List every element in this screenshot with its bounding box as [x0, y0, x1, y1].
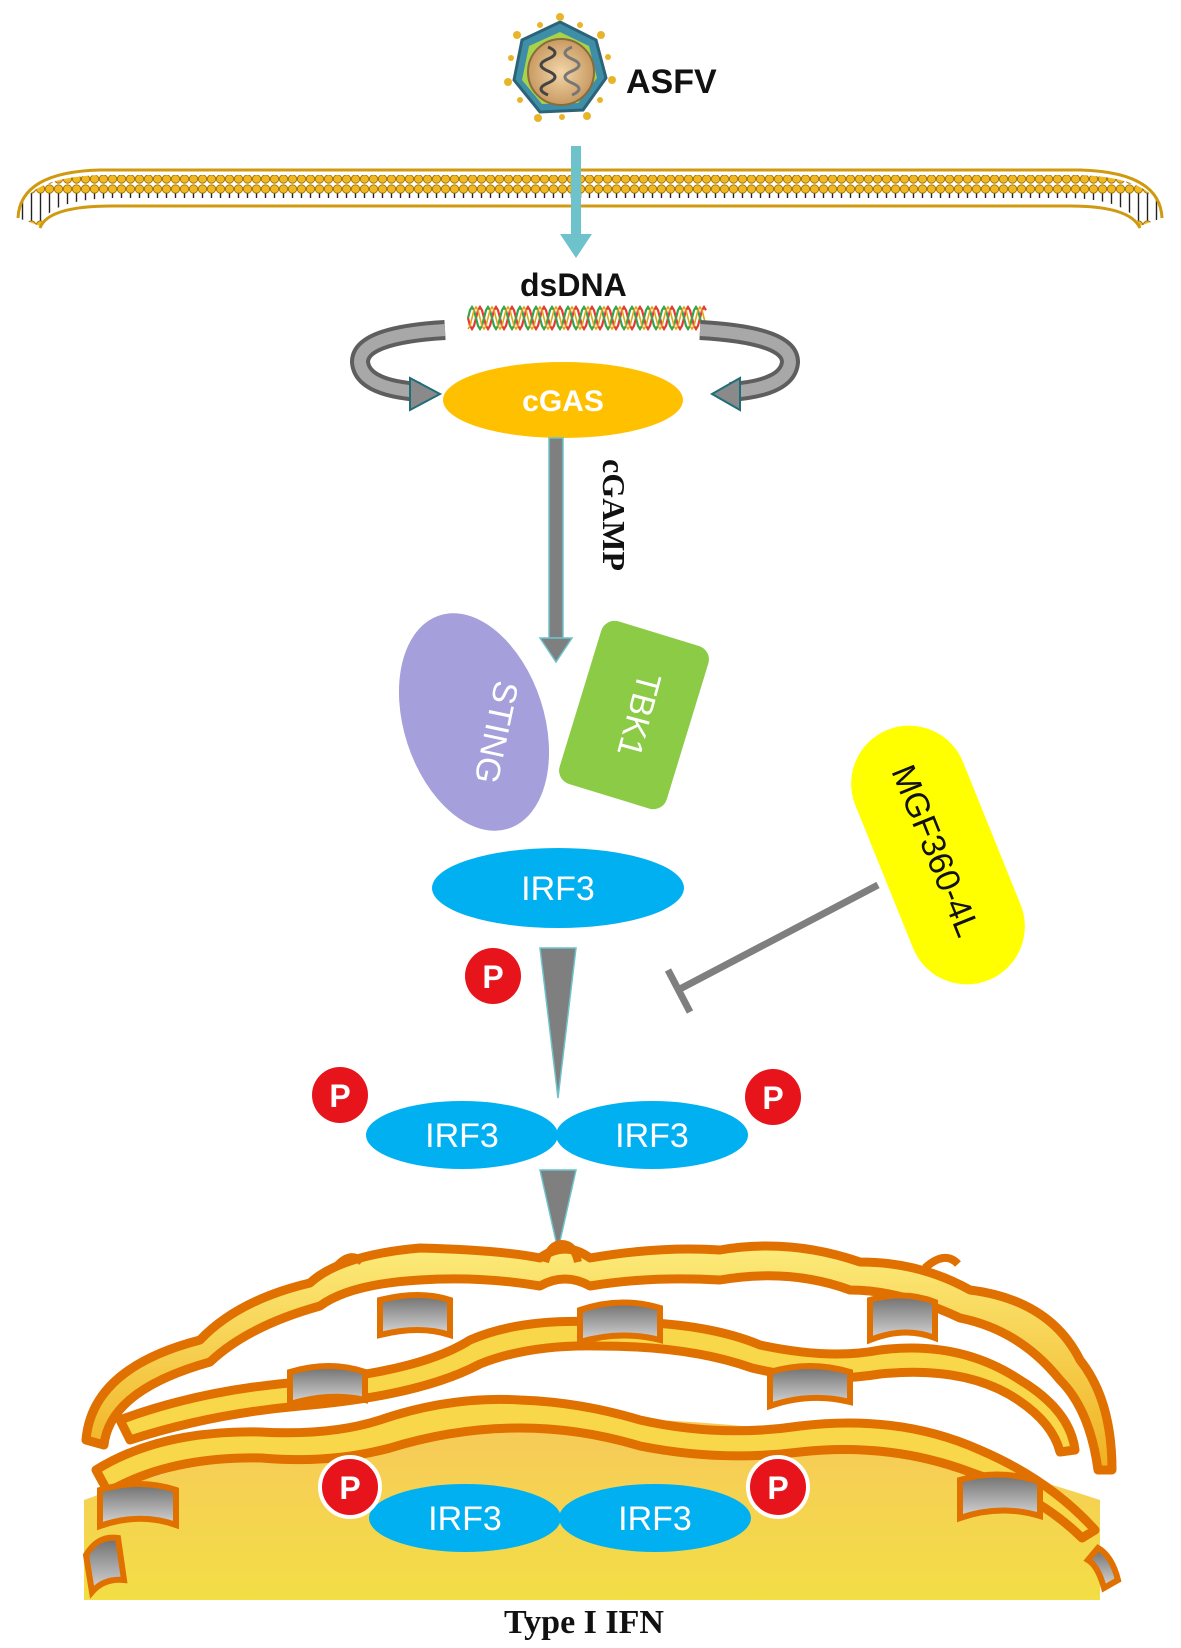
phospho-badge: P [745, 1069, 801, 1125]
dsdna-label: dsDNA [520, 267, 627, 303]
type-i-ifn-label: Type I IFN [504, 1604, 664, 1641]
cgas-node [443, 362, 683, 438]
phospho-badge: P [318, 1455, 382, 1519]
irf3-label: IRF3 [618, 1500, 692, 1538]
irf3-node [432, 848, 684, 928]
irf3-dimer-cytoplasm: IRF3 IRF3 P P [312, 1067, 801, 1169]
svg-text:P: P [329, 1078, 350, 1114]
phospho-badge: P [746, 1455, 810, 1519]
virus-label: ASFV [626, 63, 717, 101]
irf3-node [369, 1484, 561, 1552]
dsdna-helix-icon [466, 304, 707, 332]
irf3-label: IRF3 [521, 870, 595, 908]
irf3-node [559, 1484, 751, 1552]
irf3-dimer-nucleus: IRF3 IRF3 P P [318, 1455, 810, 1552]
irf3-node [366, 1101, 558, 1169]
phospho-badge: P [465, 948, 521, 1004]
sting-node [398, 613, 550, 831]
nucleus-er-complex [81, 1239, 1122, 1600]
mgf360-4l-node [851, 725, 1025, 985]
dna-binding-arrow-left [349, 320, 446, 412]
cgas-label: cGAS [522, 385, 604, 418]
svg-text:P: P [482, 959, 503, 995]
svg-text:P: P [767, 1470, 788, 1506]
phosphorylation-arrow [539, 947, 577, 1099]
svg-text:P: P [762, 1080, 783, 1116]
asfv-virus-icon [504, 13, 616, 122]
nuclear-translocation-arrow [539, 1169, 577, 1251]
cgamp-label: cGAMP [596, 459, 632, 571]
irf3-label: IRF3 [615, 1117, 689, 1155]
tbk1-node [559, 620, 709, 810]
irf3-label: IRF3 [428, 1500, 502, 1538]
phospho-badge: P [312, 1067, 368, 1123]
cgamp-arrow [538, 437, 574, 664]
cell-membrane [16, 168, 1164, 229]
inhibition-bar [664, 881, 880, 1014]
viral-entry-arrow [560, 146, 592, 258]
irf3-label: IRF3 [425, 1117, 499, 1155]
svg-text:P: P [339, 1470, 360, 1506]
irf3-node [556, 1101, 748, 1169]
dna-binding-arrow-right [699, 320, 801, 412]
